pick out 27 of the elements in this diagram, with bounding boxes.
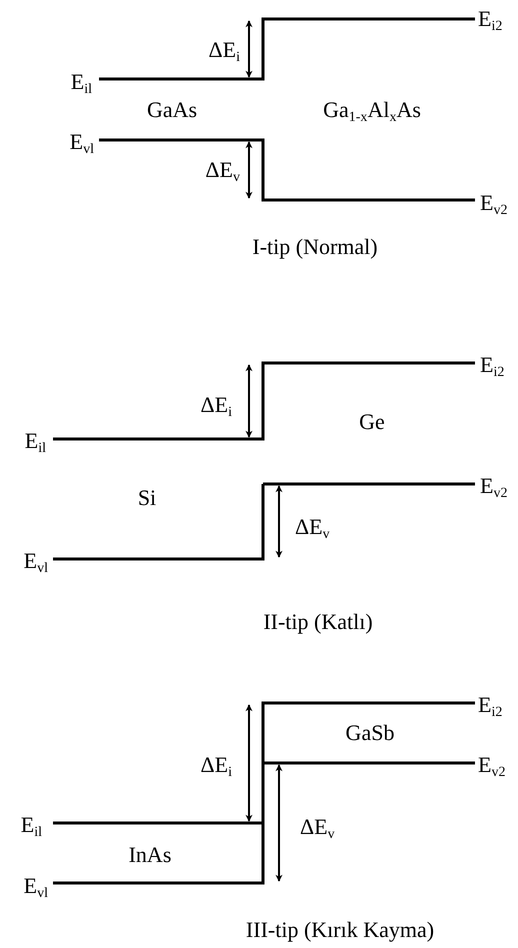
region-label: III-tip (Kırık Kayma): [246, 919, 434, 941]
energy-label: E$_{il}$: [70, 71, 92, 93]
energy-label: E$_{v2}$: [480, 192, 508, 214]
energy-label: E$_{vl}$: [24, 875, 48, 897]
region-label: Ge: [359, 411, 385, 433]
energy-label: E$_{i2}$: [480, 354, 504, 376]
region-label: InAs: [128, 844, 172, 866]
energy-label: ΔE$_{i}$: [208, 39, 240, 61]
energy-label: E$_{v2}$: [478, 754, 506, 776]
region-label: Ga$_{1-x}$Al$_{x}$As: [323, 99, 421, 121]
energy-label: ΔE$_{v}$: [295, 516, 330, 538]
energy-label: ΔE$_{v}$: [300, 816, 335, 838]
region-label: Si: [138, 487, 156, 509]
region-label: GaAs: [146, 99, 198, 121]
energy-label: ΔE$_{v}$: [205, 159, 240, 181]
energy-label: E$_{il}$: [24, 430, 46, 452]
energy-label: E$_{i2}$: [478, 694, 502, 716]
energy-label: E$_{i2}$: [478, 8, 502, 30]
energy-label: E$_{vl}$: [24, 550, 48, 572]
region-label: GaSb: [346, 722, 394, 744]
energy-label: ΔE$_{i}$: [200, 394, 232, 416]
region-label: I-tip (Normal): [252, 236, 378, 258]
energy-label: E$_{il}$: [20, 814, 42, 836]
energy-label: ΔE$_{i}$: [200, 754, 232, 776]
energy-label: E$_{vl}$: [70, 131, 94, 153]
energy-label: E$_{v2}$: [480, 475, 508, 497]
region-label: II-tip (Katlı): [263, 611, 373, 633]
